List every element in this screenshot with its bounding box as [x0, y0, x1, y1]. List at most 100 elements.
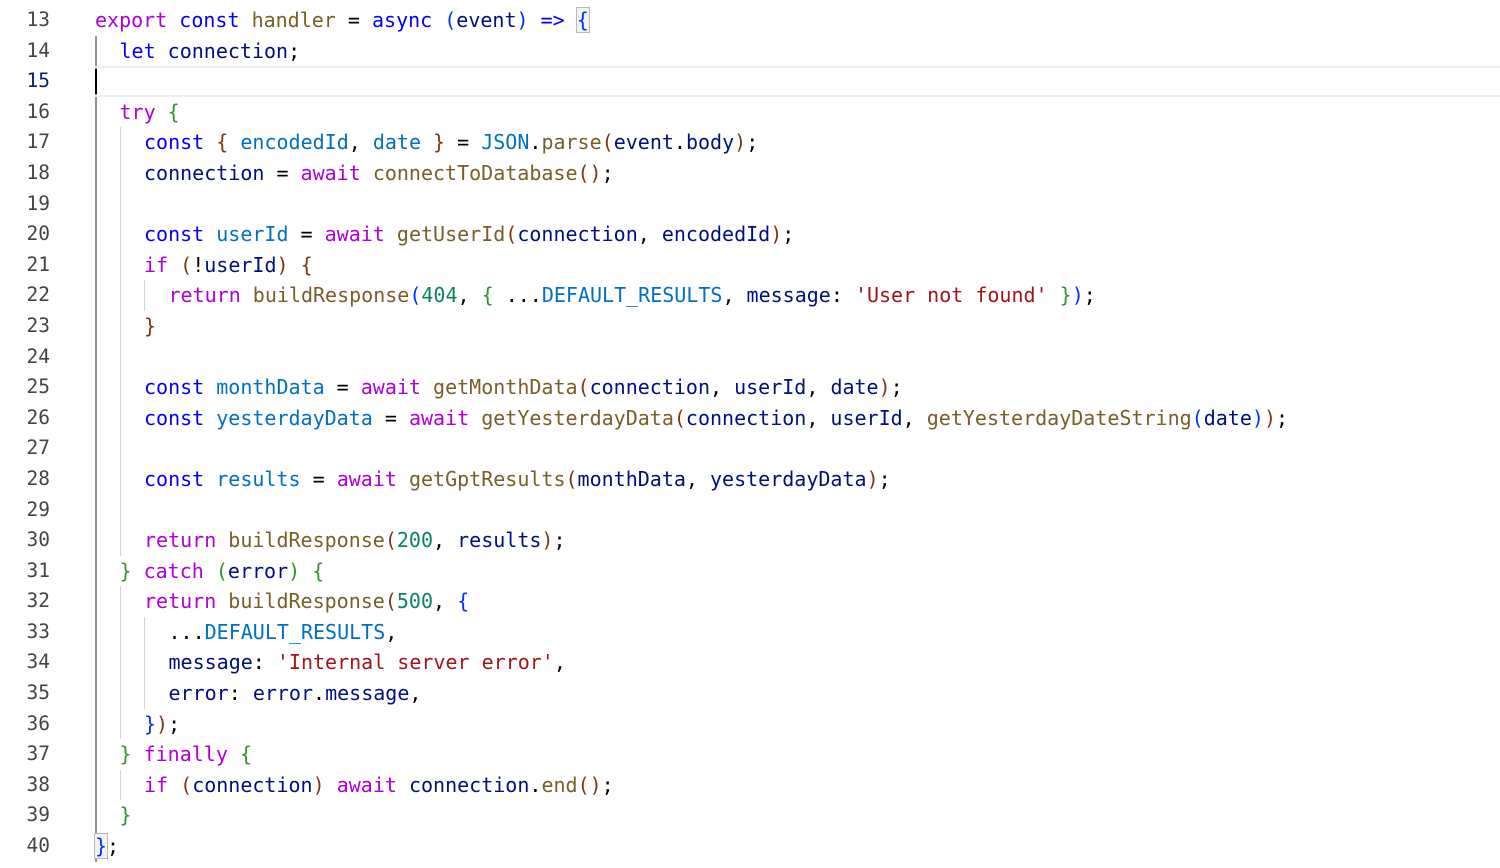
code-line[interactable]: 40}; — [0, 831, 1500, 862]
code-token: ) — [1263, 405, 1276, 430]
code-line[interactable]: 19 — [0, 188, 1500, 220]
code-token: { — [167, 99, 180, 124]
code-token: buildResponse — [228, 528, 385, 553]
code-token: ) — [276, 252, 289, 277]
code-token — [325, 773, 337, 797]
code-line[interactable]: 35 error: error.message, — [0, 678, 1500, 709]
code-token: ( — [444, 8, 457, 32]
code-token: handler — [251, 8, 336, 32]
code-token: connection — [517, 222, 638, 247]
code-token: ; — [168, 711, 181, 736]
indent-guide — [95, 463, 97, 495]
code-token: connection — [589, 375, 710, 400]
code-token: } — [1059, 283, 1072, 308]
code-token: userId — [216, 222, 289, 247]
code-token: , — [348, 130, 373, 155]
code-token: ( — [180, 772, 193, 797]
code-token: userId — [830, 405, 903, 430]
code-token — [216, 528, 228, 552]
code-token: = — [264, 160, 301, 185]
code-token: () — [577, 160, 602, 185]
code-token — [397, 773, 409, 797]
code-token — [167, 8, 179, 32]
code-token: ) — [1071, 283, 1084, 308]
code-token: = — [288, 222, 325, 247]
code-token — [204, 222, 216, 246]
indent-guide — [119, 188, 121, 220]
code-line[interactable]: 27 — [0, 433, 1500, 464]
code-line[interactable]: 29 — [0, 494, 1500, 526]
code-line[interactable]: 24 — [0, 341, 1500, 373]
line-number: 34 — [26, 650, 50, 674]
indent-guide — [95, 402, 97, 434]
code-token: ; — [746, 130, 759, 155]
code-line[interactable]: 23} — [0, 310, 1500, 342]
code-token: , — [433, 589, 458, 614]
code-token: ... — [168, 619, 205, 644]
code-token: ; — [288, 38, 301, 63]
line-number: 29 — [26, 497, 50, 521]
line-code: }); — [144, 709, 180, 740]
line-code: export const handler = async (event) => … — [95, 5, 590, 36]
line-number: 35 — [26, 681, 50, 705]
code-line[interactable]: 39} — [0, 800, 1500, 832]
line-number: 38 — [26, 772, 50, 796]
code-token: 'User not found' — [854, 283, 1048, 308]
indent-guide — [95, 586, 97, 617]
code-token: () — [577, 772, 602, 797]
code-token: } — [433, 130, 446, 155]
code-token: error — [227, 558, 289, 583]
code-token: event — [613, 130, 674, 155]
line-number: 28 — [26, 466, 50, 490]
code-line[interactable]: 36}); — [0, 708, 1500, 740]
code-token: await — [408, 405, 470, 430]
code-token: { — [312, 558, 325, 583]
code-token — [156, 39, 168, 63]
code-token: if — [144, 772, 169, 797]
code-token — [168, 773, 180, 797]
code-token: { — [481, 283, 494, 308]
code-token: connection — [685, 405, 807, 430]
code-token: JSON — [481, 130, 530, 155]
code-line[interactable]: 37} finally { — [0, 739, 1500, 770]
code-token: await — [336, 466, 397, 491]
code-token: async — [371, 8, 433, 32]
code-token — [204, 130, 216, 154]
code-token: yesterdayData — [216, 405, 373, 430]
code-token: , — [409, 681, 422, 706]
code-line[interactable]: 31} catch (error) { — [0, 555, 1500, 587]
code-token — [289, 253, 301, 277]
code-token: ) — [541, 528, 554, 553]
line-code: error: error.message, — [169, 678, 422, 709]
code-token: } — [119, 803, 132, 828]
line-number: 40 — [26, 834, 50, 858]
code-token — [241, 283, 253, 307]
code-line[interactable]: 15 — [0, 66, 1500, 97]
line-number: 26 — [26, 405, 50, 429]
indent-guide — [119, 463, 121, 495]
code-line[interactable]: 33...DEFAULT_RESULTS, — [0, 616, 1500, 648]
indent-guide — [119, 402, 121, 434]
line-code: if (!userId) { — [144, 250, 313, 281]
code-token: , — [902, 405, 927, 430]
code-token: = — [324, 375, 361, 400]
code-token: , — [385, 619, 398, 644]
code-token: ; — [890, 375, 903, 400]
code-token: ; — [601, 160, 614, 185]
